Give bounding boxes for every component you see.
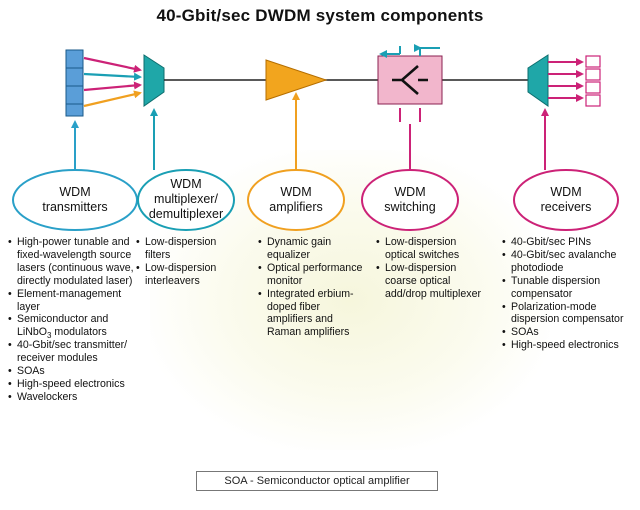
list-item: Low-dispersion coarse optical add/drop m… — [376, 262, 488, 301]
list-item: High-speed electronics — [8, 378, 136, 391]
bullets-amplifiers: Dynamic gain equalizer Optical performan… — [258, 236, 368, 339]
label-line: transmitters — [42, 200, 108, 214]
list-item: 40-Gbit/sec transmitter/ receiver module… — [8, 339, 136, 365]
label-line: receivers — [540, 200, 592, 214]
amplifier-shape — [265, 59, 328, 101]
label-line: demultiplexer — [148, 207, 224, 221]
list-item: High-power tunable and fixed-wavelength … — [8, 236, 136, 288]
rx-fan-arrows — [548, 58, 584, 102]
label-transmitters: WDM transmitters — [15, 185, 135, 215]
bullets-multiplexer: Low-dispersion filters Low-dispersion in… — [136, 236, 242, 288]
label-amplifiers: WDM amplifiers — [246, 185, 346, 215]
list-item: SOAs — [502, 326, 636, 339]
ellipse-multiplexer — [137, 169, 235, 231]
system-diagram — [12, 44, 619, 231]
label-line: WDM — [280, 185, 312, 199]
list-item: Dynamic gain equalizer — [258, 236, 368, 262]
label-line: WDM — [170, 177, 202, 191]
list-item: Optical performance monitor — [258, 262, 368, 288]
footnote-box: SOA - Semiconductor optical amplifier — [196, 471, 438, 491]
label-line: WDM — [394, 185, 426, 199]
list-item: Tunable dispersion compensator — [502, 275, 636, 301]
list-item: Semiconductor and LiNbO3 modulators — [8, 313, 136, 340]
label-multiplexer: WDM multiplexer/ demultiplexer — [136, 177, 236, 222]
tx-fan-arrows — [83, 56, 142, 108]
pointer-arrows — [71, 92, 549, 170]
switch-box — [377, 44, 443, 122]
label-receivers: WDM receivers — [514, 185, 618, 215]
transmitter-array — [65, 49, 84, 117]
ellipse-switching — [361, 169, 459, 231]
list-item: 40-Gbit/sec avalanche photodiode — [502, 249, 636, 275]
diagram-title: 40-Gbit/sec DWDM system components — [156, 6, 484, 25]
label-line: multiplexer/ — [154, 192, 218, 206]
list-item: High-speed electronics — [502, 339, 636, 352]
label-line: WDM — [59, 185, 91, 199]
label-switching: WDM switching — [360, 185, 460, 215]
list-item: Low-dispersion filters — [136, 236, 242, 262]
label-line: switching — [384, 200, 436, 214]
list-item: Polarization-mode dispersion compensator — [502, 301, 636, 327]
multiplexer-shape — [143, 54, 165, 107]
bullets-switching: Low-dispersion optical switches Low-disp… — [376, 236, 488, 301]
bullets-transmitters: High-power tunable and fixed-wavelength … — [8, 236, 136, 404]
list-item: SOAs — [8, 365, 136, 378]
list-item: Wavelockers — [8, 391, 136, 404]
demultiplexer-shape — [527, 54, 549, 107]
list-item: Low-dispersion optical switches — [376, 236, 488, 262]
list-item: Element-management layer — [8, 288, 136, 314]
ellipse-amplifiers — [247, 169, 345, 231]
list-item: Integrated erbium-doped fiber amplifiers… — [258, 288, 368, 340]
ellipse-receivers — [513, 169, 619, 231]
bullets-receivers: 40-Gbit/sec PINs 40-Gbit/sec avalanche p… — [502, 236, 636, 352]
label-line: amplifiers — [269, 200, 323, 214]
label-line: WDM — [550, 185, 582, 199]
receiver-array — [585, 55, 601, 107]
list-item: Low-dispersion interleavers — [136, 262, 242, 288]
list-item: 40-Gbit/sec PINs — [502, 236, 636, 249]
